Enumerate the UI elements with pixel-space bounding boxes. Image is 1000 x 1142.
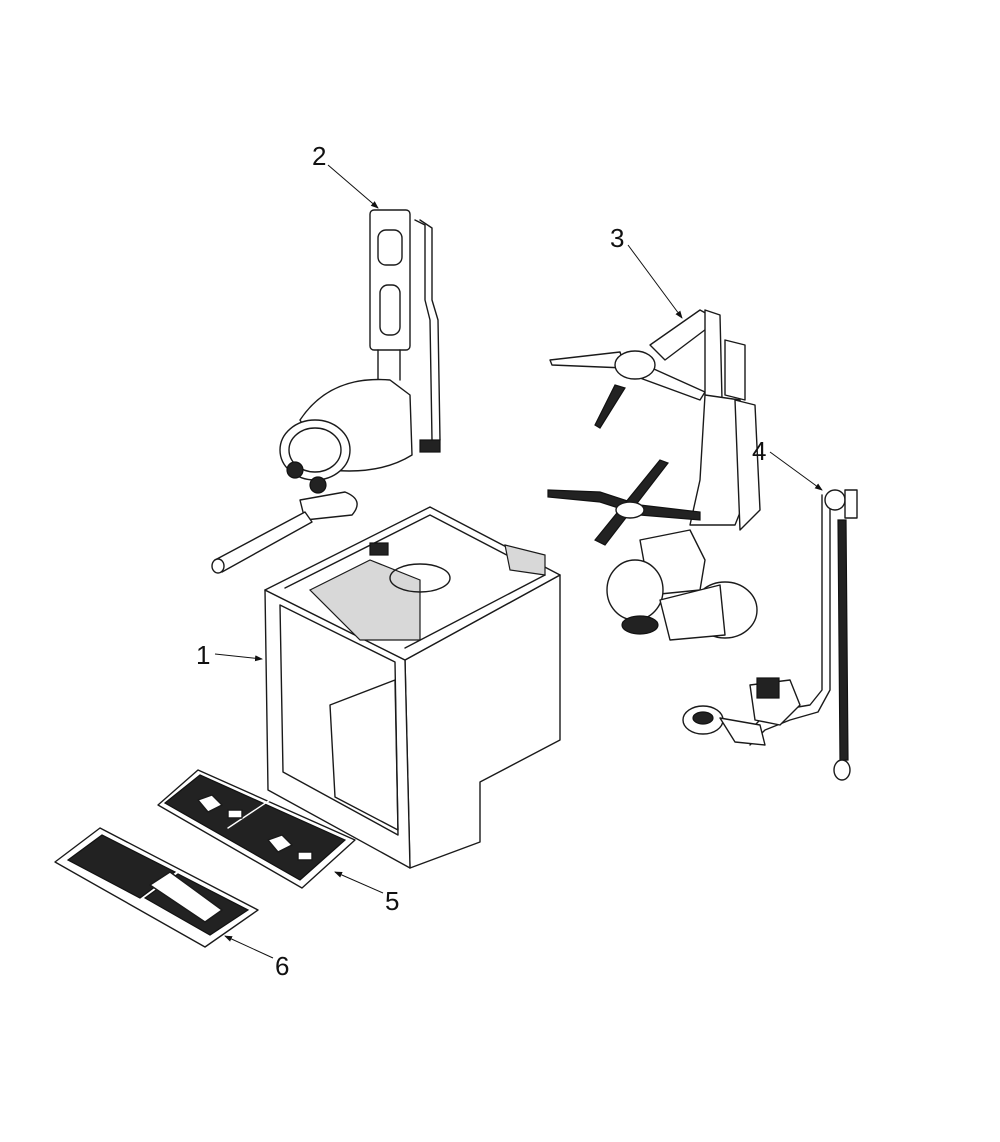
callout-2-label: 2 <box>312 141 326 171</box>
callout-1: 1 <box>196 640 263 670</box>
part-6-base-tray[interactable] <box>54 827 259 948</box>
part-3-spray-arm-assembly[interactable] <box>547 309 761 641</box>
callout-4-label: 4 <box>752 436 766 466</box>
callout-1-label: 1 <box>196 640 210 670</box>
callout-3-label: 3 <box>610 223 624 253</box>
part-4-drain-hose-assembly[interactable] <box>682 489 858 781</box>
callout-4: 4 <box>752 436 823 491</box>
callout-5-label: 5 <box>385 886 399 916</box>
callout-5: 5 <box>334 871 399 916</box>
callout-6-label: 6 <box>275 951 289 981</box>
callout-2: 2 <box>312 141 379 209</box>
callout-6: 6 <box>224 935 289 981</box>
callout-3: 3 <box>610 223 683 319</box>
part-1-cabinet-frame[interactable] <box>264 506 561 869</box>
part-2-tank-assembly[interactable] <box>211 209 441 574</box>
part-5-filter-panel[interactable] <box>157 769 356 889</box>
